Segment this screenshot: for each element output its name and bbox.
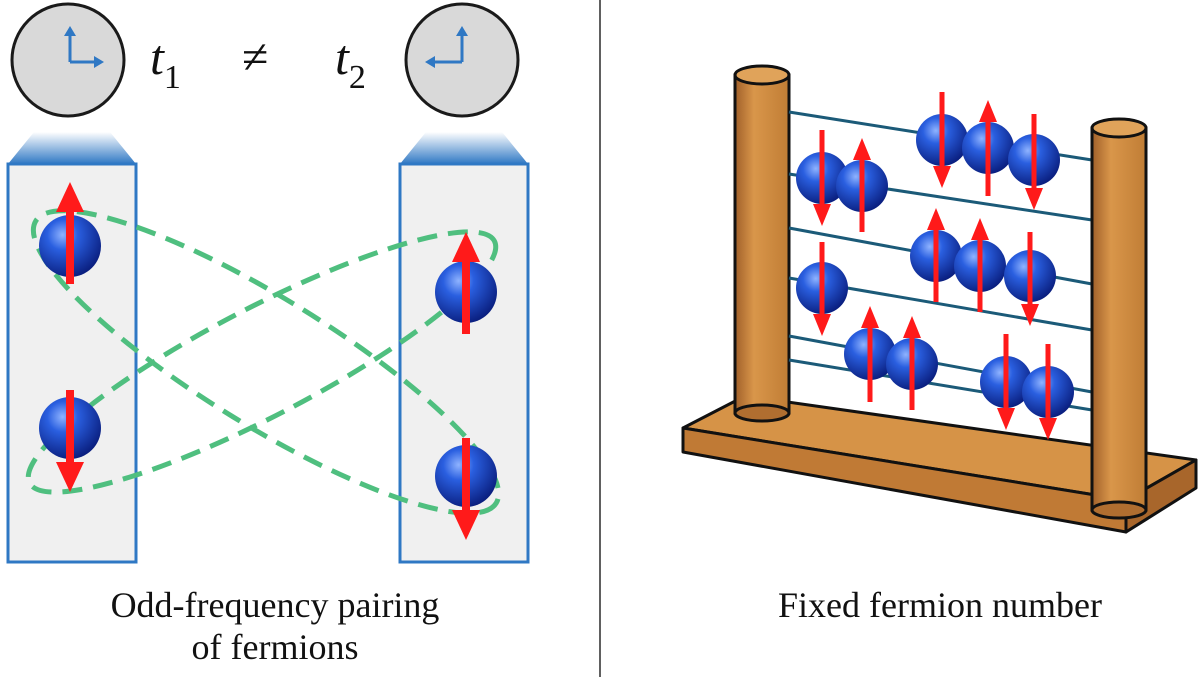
abacus-illustration — [681, 64, 1198, 534]
bead-r1-1 — [796, 130, 848, 226]
bead-r1-3 — [916, 92, 968, 188]
bead-r1-5 — [1008, 114, 1060, 210]
column-right-cap — [400, 132, 528, 164]
left-caption-line2: of fermions — [191, 627, 359, 668]
bead-r2-2 — [910, 208, 962, 302]
bead-r1-4 — [962, 100, 1014, 196]
time-t1-subscript: 1 — [163, 59, 181, 96]
bead-r1-2 — [836, 138, 888, 232]
time-label-t2: t2 — [335, 28, 366, 96]
right-caption-text: Fixed fermion number — [778, 585, 1102, 625]
left-caption: Odd-frequency pairing of fermions — [50, 584, 500, 669]
fermion-right-bottom — [435, 438, 497, 540]
abacus-post-right — [1090, 117, 1148, 520]
bead-r3-3 — [980, 334, 1032, 430]
not-equal-sign: ≠ — [242, 30, 268, 85]
bead-r2-3 — [954, 218, 1006, 312]
abacus-post-left — [733, 64, 791, 423]
time-t1-symbol: t — [150, 29, 164, 85]
left-caption-line1: Odd-frequency pairing — [110, 585, 440, 625]
right-caption: Fixed fermion number — [700, 584, 1180, 626]
clock-right-icon — [404, 2, 520, 118]
column-left-cap — [8, 132, 136, 164]
time-t2-symbol: t — [335, 29, 349, 85]
fermion-left-bottom — [39, 390, 101, 492]
relation-symbol: ≠ — [242, 31, 269, 84]
fermion-left-top — [39, 182, 101, 284]
pairing-loop-1 — [30, 208, 502, 516]
bead-r3-1 — [844, 306, 896, 402]
bead-r3-2 — [886, 316, 938, 410]
clock-left-icon — [10, 2, 126, 118]
left-panel — [6, 2, 530, 564]
fermion-right-top — [435, 232, 497, 334]
bead-r2-1 — [796, 242, 848, 336]
bead-r3-4 — [1022, 344, 1074, 440]
pairing-loop-2 — [25, 229, 499, 495]
bead-r2-4 — [1004, 232, 1056, 326]
time-label-t1: t1 — [150, 28, 181, 96]
time-t2-subscript: 2 — [348, 59, 366, 96]
